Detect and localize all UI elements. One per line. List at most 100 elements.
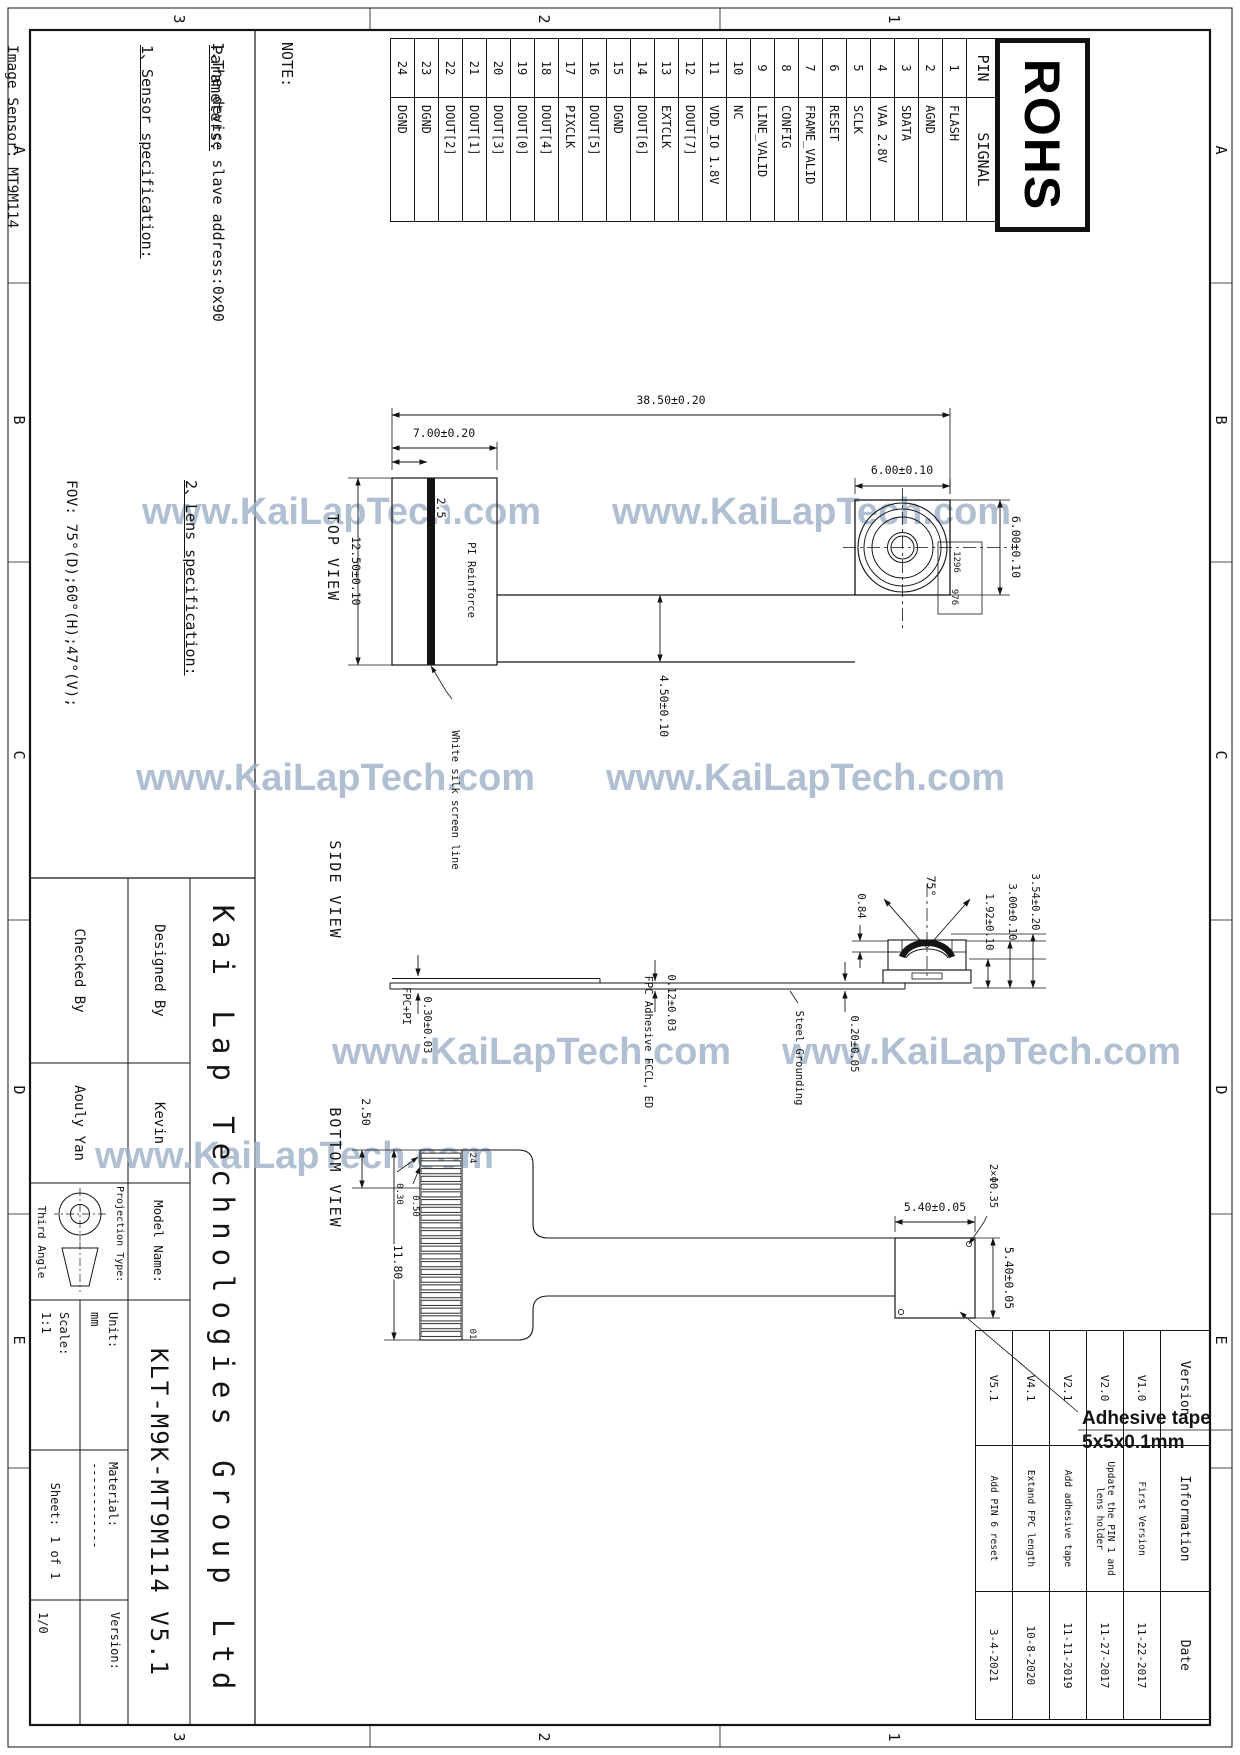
zone-number: 3	[170, 14, 188, 24]
pin-signal: EXTCLK	[654, 97, 679, 222]
zone-letter: E	[10, 1335, 28, 1345]
rohs-label: ROHS	[1014, 58, 1071, 212]
pin-signal: DOUT[7]	[678, 97, 703, 222]
dim-fpc-thickness: 0.30±0.03	[421, 997, 433, 1054]
watermark-text: www.KaiLapTech.com	[611, 491, 1011, 533]
revision-version: V5.1	[975, 1330, 1013, 1446]
pin-row: 19 DOUT[0]	[510, 38, 535, 222]
pin-row: 17 PIXCLK	[558, 38, 583, 222]
pin-signal: PIXCLK	[558, 97, 583, 222]
zone-letter: B	[10, 415, 28, 425]
dim-lens-h: 6.00±0.10	[1009, 516, 1023, 578]
pin-number: 18	[534, 38, 559, 98]
pin-signal: DOUT[2]	[438, 97, 463, 222]
unit-label: Unit:	[106, 1312, 120, 1349]
material-value: ------------	[88, 1462, 102, 1549]
pin-row: 8 CONFIG	[774, 38, 799, 222]
dim-h3: 3.54±0.20	[1029, 874, 1041, 931]
pin-signal: DOUT[0]	[510, 97, 535, 222]
sheet-label: Sheet:	[48, 1482, 62, 1526]
zone-letter: A	[1212, 145, 1230, 155]
pin-signal: DGND	[390, 97, 415, 222]
pin-row: 16 DOUT[5]	[582, 38, 607, 222]
watermark-text: www.KaiLapTech.com	[141, 491, 541, 533]
adhesive-tape-size: 5x5x0.1mm	[1082, 1432, 1184, 1453]
pin-number: 14	[630, 38, 655, 98]
checked-by-value: Aouly Yan	[71, 1085, 87, 1161]
bottom-view-fpc	[462, 1149, 895, 1341]
adhesive-tape-pad	[894, 1237, 976, 1319]
pin-row: 7 FRAME_VALID	[798, 38, 823, 222]
revision-info: Add adhesive tape	[1049, 1445, 1087, 1592]
pin-signal: DOUT[5]	[582, 97, 607, 222]
pixel-array-marker: 1296 976	[937, 541, 983, 615]
watermark-text: www.KaiLapTech.com	[331, 1031, 731, 1073]
revision-version: V1.0	[1123, 1330, 1161, 1446]
third-angle-projection-icon	[54, 1188, 106, 1292]
pin-signal: VAA 2.8V	[870, 97, 895, 222]
pin-row: 20 DOUT[3]	[486, 38, 511, 222]
version-label: Version:	[108, 1612, 122, 1670]
designed-by-label: Designed By	[151, 924, 167, 1017]
unit-cell: Unit: mm	[80, 1300, 128, 1450]
projection-type-value: Third Angle	[35, 1205, 48, 1279]
dim-connector-length: 7.00±0.20	[413, 426, 475, 440]
sheet-frame	[7, 7, 1233, 1748]
pin-number: 21	[462, 38, 487, 98]
pin-number: 6	[822, 38, 847, 98]
pin-row: 18 DOUT[4]	[534, 38, 559, 222]
revision-row: V5.1 Add PIN 6 reset 3-4-2021	[975, 1330, 1013, 1720]
pin-number: 5	[846, 38, 871, 98]
pin-row: 1 FLASH	[942, 38, 967, 222]
pin-number: 15	[606, 38, 631, 98]
dim-connector-width: 12.50±0.10	[349, 536, 363, 605]
pin-row: 6 RESET	[822, 38, 847, 222]
pin-signal-table: PIN SIGNAL 1 FLASH 2 AGND 3 SDATA 4 VAA …	[390, 38, 1000, 222]
projection-type-label: Projection Type:	[114, 1186, 125, 1283]
pin-number: 19	[510, 38, 535, 98]
dim-steel-thickness: 0.20±0.05	[848, 1016, 860, 1073]
model-name-label: Model Name:	[151, 1200, 167, 1283]
dim-silk-offset: 2.5	[434, 498, 448, 519]
pin-signal: SDATA	[894, 97, 919, 222]
revision-info: Extand FPC length	[1012, 1445, 1050, 1592]
checked-by-label: Checked By	[71, 928, 87, 1013]
zone-letter: D	[1212, 1085, 1230, 1095]
pin-row: 15 DGND	[606, 38, 631, 222]
note-title: NOTE:	[278, 42, 296, 88]
pin-number: 9	[750, 38, 775, 98]
revision-row: V2.1 Add adhesive tape 11-11-2019	[1049, 1330, 1087, 1720]
zone-number: 3	[170, 1732, 188, 1742]
pin-signal: AGND	[918, 97, 943, 222]
zone-letter: A	[10, 145, 28, 155]
pin-number: 13	[654, 38, 679, 98]
side-view-label: SIDE VIEW	[326, 840, 344, 939]
designed-by-value: Kevin	[151, 1101, 167, 1145]
revision-info: First Version	[1123, 1445, 1161, 1592]
sheet-cell: Sheet: 1 of 1	[30, 1450, 80, 1600]
adhesive-tape-label: Adhesive tape	[1082, 1408, 1211, 1429]
pin-number: 24	[390, 38, 415, 98]
zone-number: 1	[885, 1732, 903, 1742]
pin-signal: DOUT[3]	[486, 97, 511, 222]
company-name: Kai Lap Technologies Group Ltd	[206, 904, 240, 1699]
dim-pad-h: 5.40±0.05	[1002, 1247, 1016, 1309]
fpc-adhesive-label: FPC Adhesive FCCL, ED	[642, 976, 654, 1109]
revision-row: V2.0 Update the PIN 1 and lens holder 11…	[1086, 1330, 1124, 1720]
dim-finger-width: 0.30	[394, 1183, 404, 1205]
tooling-hole	[898, 1309, 905, 1316]
zone-number: 1	[885, 14, 903, 24]
pin-row: 11 VDD_IO 1.8V	[702, 38, 727, 222]
pin-number: 1	[942, 38, 967, 98]
parameters-block: Parameters: 1、Sensor specification: Imag…	[0, 45, 264, 385]
dim-h2: 3.00±0.10	[1006, 884, 1018, 941]
array-width-label: 1296	[951, 551, 961, 573]
material-cell: Material: ------------	[80, 1450, 128, 1600]
pin-number: 23	[414, 38, 439, 98]
pin-row: 23 DGND	[414, 38, 439, 222]
zone-number: 2	[535, 1732, 553, 1742]
watermark-text: www.KaiLapTech.com	[135, 757, 535, 799]
rev-info-header: Information	[1160, 1445, 1210, 1592]
